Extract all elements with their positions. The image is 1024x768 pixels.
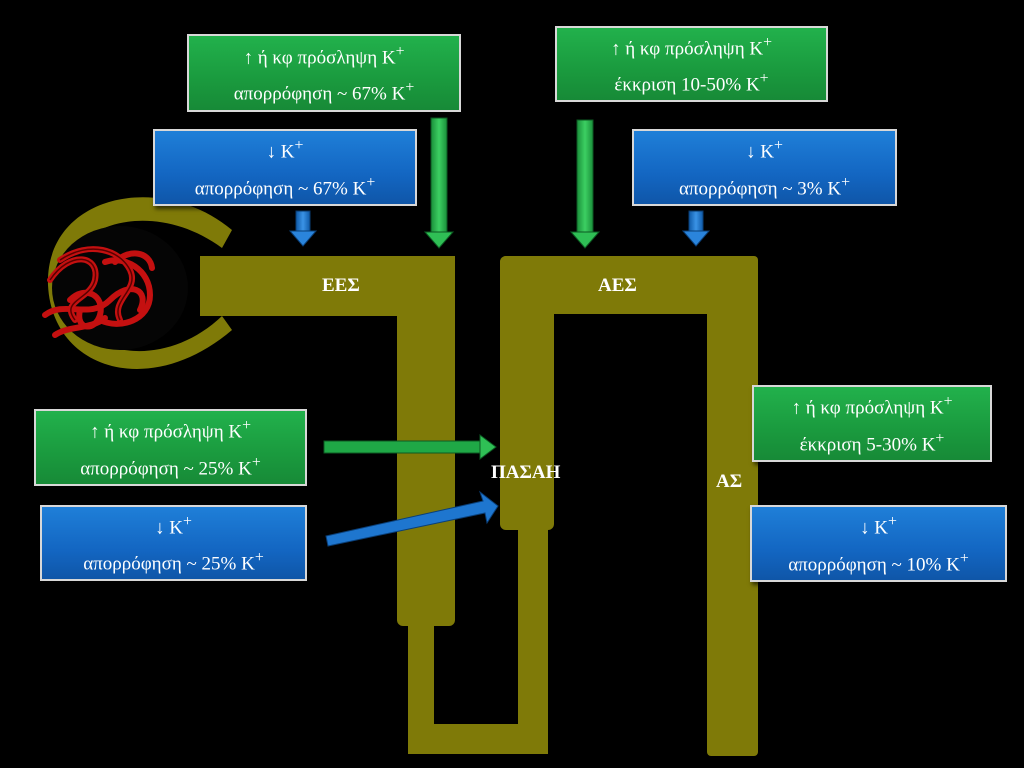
info-box-top-right-blue: ↓ K+ απορρόφηση ~ 3% K+ (632, 129, 897, 206)
green-arrow-top-right (569, 119, 601, 249)
thick-ascending-limb (500, 256, 554, 530)
segment-label-as: ΑΣ (716, 471, 743, 492)
info-box-mid-left-blue: ↓ K+ απορρόφηση ~ 25% K+ (40, 505, 307, 581)
segment-label-ees: ΕΕΣ (322, 275, 360, 296)
info-box-right-green: ↑ ή κφ πρόσληψη K+ έκκριση 5-30% K+ (752, 385, 992, 462)
green-arrow-top-left (423, 117, 455, 249)
distal-tubule (500, 256, 758, 314)
blue-arrow-mid-left (325, 490, 499, 547)
collecting-duct (707, 256, 758, 756)
info-box-top-left-blue: ↓ K+ απορρόφηση ~ 67% K+ (153, 129, 417, 206)
blue-arrow-top-left (288, 210, 318, 247)
segment-label-aes: ΑΕΣ (598, 275, 637, 296)
info-box-right-blue: ↓ K+ απορρόφηση ~ 10% K+ (750, 505, 1007, 582)
segment-label-pasah: ΠΑΣΑΗ (491, 462, 561, 483)
thin-ascending (518, 520, 548, 754)
info-box-top-right-green: ↑ ή κφ πρόσληψη K+ έκκριση 10-50% K+ (555, 26, 828, 102)
green-arrow-mid-left (323, 434, 497, 460)
info-box-mid-left-green: ↑ ή κφ πρόσληψη K+ απορρόφηση ~ 25% K+ (34, 409, 307, 486)
info-box-top-left-green: ↑ ή κφ πρόσληψη K+ απορρόφηση ~ 67% K+ (187, 34, 461, 112)
blue-arrow-top-right (681, 210, 711, 247)
